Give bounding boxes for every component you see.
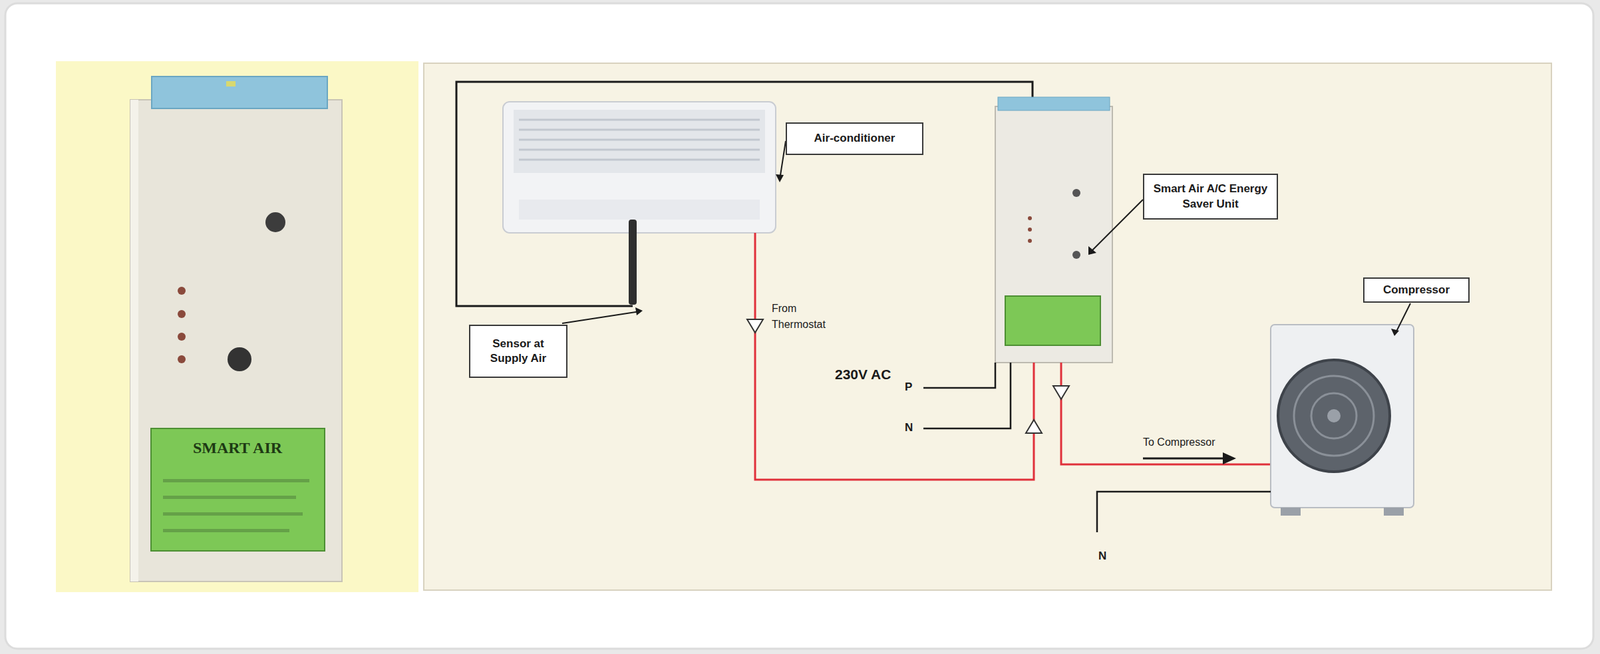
saver-label bbox=[1005, 296, 1101, 346]
device-led bbox=[177, 355, 186, 364]
saver-top bbox=[997, 97, 1110, 111]
fan-hub bbox=[1327, 409, 1341, 423]
callout-text: Sensor at Supply Air bbox=[478, 336, 559, 366]
photo-ground bbox=[55, 61, 419, 593]
device-led bbox=[226, 81, 236, 87]
fan-grille bbox=[1278, 359, 1390, 472]
flow-arrow bbox=[747, 319, 764, 333]
sensor-wire bbox=[456, 81, 1033, 307]
wire-label: SMART AIR bbox=[192, 439, 283, 458]
callout-box: Air-conditioner bbox=[785, 122, 924, 156]
unit-foot bbox=[1280, 507, 1301, 516]
arrow-head bbox=[1222, 452, 1237, 465]
callout-text: Smart Air A/C Energy Saver Unit bbox=[1152, 181, 1269, 211]
device-edge bbox=[130, 99, 139, 582]
wire-label: N bbox=[1098, 549, 1107, 563]
wire-label: P bbox=[904, 380, 913, 394]
indoor-unit bbox=[502, 101, 776, 233]
label-line bbox=[162, 528, 290, 533]
frame bbox=[5, 3, 1594, 649]
fan-ring bbox=[1311, 393, 1357, 439]
fan-ring bbox=[1293, 375, 1374, 456]
flow-arrow bbox=[1025, 419, 1042, 434]
wire-label: N bbox=[904, 421, 913, 435]
leader-line bbox=[779, 141, 786, 180]
device-label bbox=[151, 428, 325, 551]
device-body bbox=[130, 99, 342, 582]
compressor-wire bbox=[1061, 362, 1271, 465]
leader-line bbox=[562, 311, 640, 324]
saver-unit bbox=[995, 106, 1113, 363]
wire-label: 230V AC bbox=[834, 366, 891, 383]
device-led bbox=[177, 332, 186, 341]
leader-line bbox=[1091, 199, 1143, 252]
label-line bbox=[162, 495, 297, 499]
grille-slats bbox=[518, 119, 760, 160]
device-led bbox=[177, 286, 186, 295]
leader-head bbox=[1391, 328, 1400, 336]
leader-head bbox=[775, 174, 784, 183]
leader-line bbox=[1395, 303, 1411, 333]
label-line bbox=[162, 512, 303, 516]
saver-button bbox=[1072, 250, 1081, 259]
saver-button bbox=[1072, 188, 1081, 197]
saver-led bbox=[1027, 216, 1032, 221]
callout-text: Compressor bbox=[1383, 282, 1450, 298]
wire-label: From Thermostat bbox=[771, 300, 845, 333]
phase-wire bbox=[923, 362, 996, 388]
device-led bbox=[177, 310, 186, 319]
callout-box: Compressor bbox=[1363, 277, 1470, 303]
thermostat-wire bbox=[755, 232, 1034, 480]
callout-text: Air-conditioner bbox=[814, 131, 896, 146]
diagram-ground bbox=[423, 63, 1552, 591]
flow-arrow bbox=[1053, 385, 1070, 400]
sensor-probe bbox=[628, 219, 637, 305]
device-button bbox=[265, 212, 286, 233]
leader-head bbox=[635, 307, 643, 316]
callout-box: Sensor at Supply Air bbox=[469, 324, 568, 378]
saver-led bbox=[1027, 238, 1032, 243]
unit-foot bbox=[1383, 507, 1404, 516]
device-knob bbox=[227, 347, 252, 372]
saver-led bbox=[1027, 227, 1032, 232]
neutral-wire bbox=[923, 362, 1011, 429]
direction-arrow bbox=[1142, 457, 1225, 460]
callout-box: Smart Air A/C Energy Saver Unit bbox=[1142, 173, 1279, 220]
wire-label: To Compressor bbox=[1142, 436, 1215, 449]
neutral-wire bbox=[1097, 491, 1271, 533]
indoor-grille bbox=[513, 109, 766, 173]
leader-head bbox=[1088, 246, 1097, 255]
device-top bbox=[151, 76, 328, 109]
label-line bbox=[162, 479, 310, 483]
indoor-vent bbox=[518, 199, 760, 220]
outdoor-unit bbox=[1270, 324, 1414, 508]
